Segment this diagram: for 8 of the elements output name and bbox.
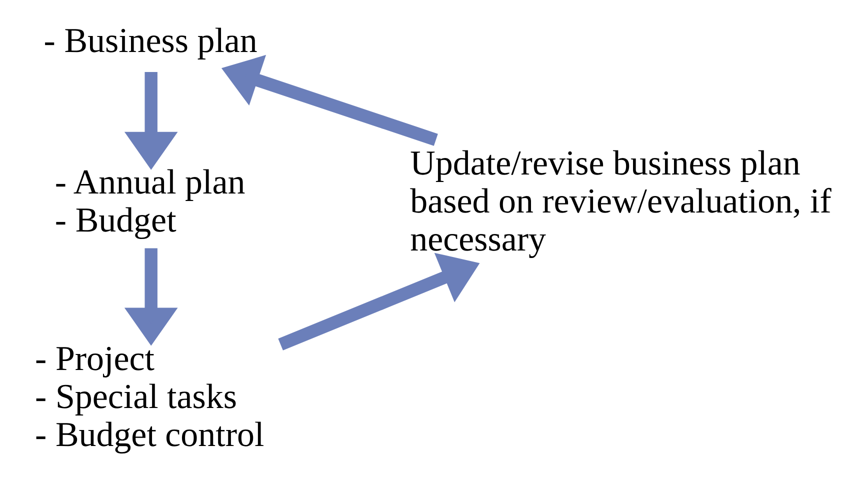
- arrow: [220, 54, 438, 146]
- node-text: - Business plan: [43, 20, 257, 60]
- arrow: [278, 252, 480, 350]
- node-text: - Annual plan - Budget: [54, 162, 245, 240]
- node-text: Update/revise business plan based on review/evaluation, if necessary: [410, 143, 831, 259]
- node-text: - Project - Special tasks - Budget control: [34, 338, 264, 454]
- arrow: [124, 72, 178, 170]
- arrow: [124, 248, 178, 346]
